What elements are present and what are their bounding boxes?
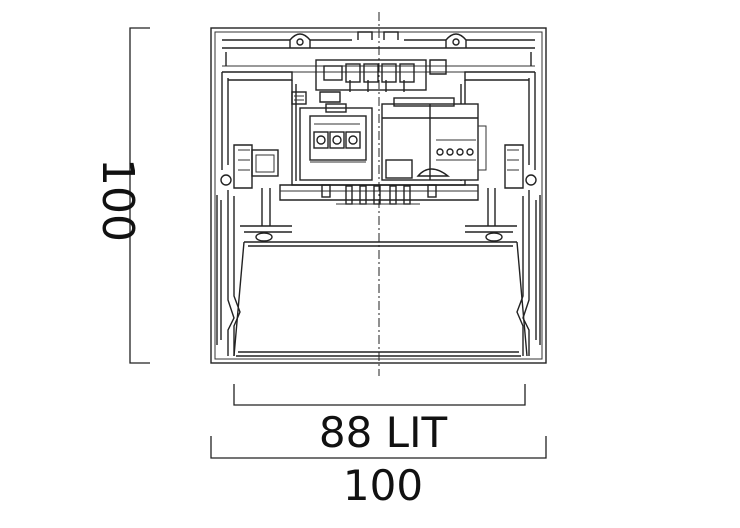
total-width-dimension: 100 bbox=[210, 436, 547, 510]
terminal-block-3-pole bbox=[299, 103, 373, 181]
lit-width-dimension: 88 LIT bbox=[233, 384, 526, 457]
height-label: 100 bbox=[92, 158, 143, 242]
diffuser bbox=[233, 241, 528, 357]
connector-cluster bbox=[291, 59, 447, 105]
driver-unit bbox=[381, 97, 487, 181]
total-width-label: 100 bbox=[343, 461, 423, 510]
right-side-wall bbox=[464, 71, 541, 356]
left-side-wall bbox=[216, 71, 293, 356]
lit-width-label: 88 LIT bbox=[319, 408, 448, 457]
height-dimension: 100 bbox=[92, 27, 150, 364]
